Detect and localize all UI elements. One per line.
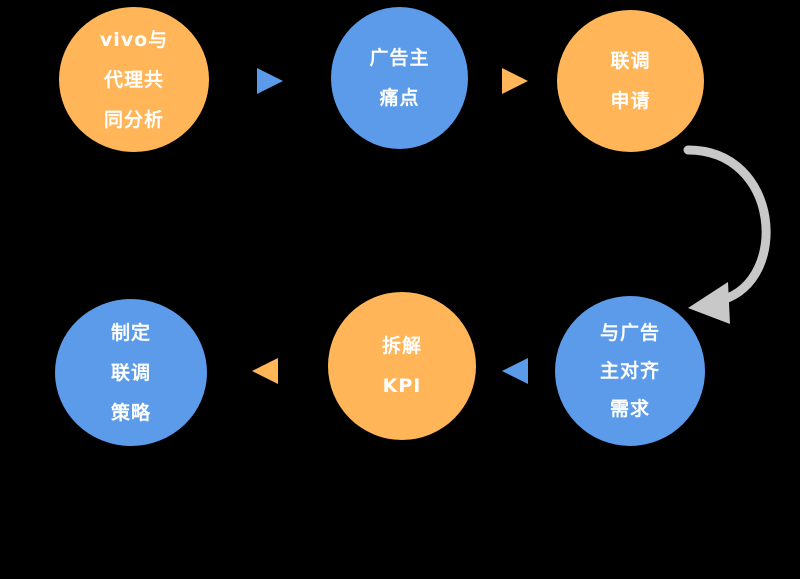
- step-advertiser-pain-points: 广告主 痛点: [331, 7, 468, 149]
- step-break-down-kpi: 拆解 KPI: [328, 292, 476, 440]
- step-align-advertiser-needs-line-3: 需求: [609, 398, 650, 420]
- step-align-advertiser-needs-line-2: 主对齐: [599, 360, 660, 382]
- arrow-left-icon: [252, 358, 278, 384]
- step-break-down-kpi-line-2: KPI: [382, 375, 422, 397]
- step-formulate-debug-strategy-line-2: 联调: [110, 361, 151, 384]
- step-break-down-kpi-line-1: 拆解: [381, 335, 422, 357]
- step-vivo-agency-analysis: vivo与 代理共 同分析: [59, 7, 209, 152]
- arrow-right-icon: [257, 68, 283, 94]
- step-joint-debug-request: 联调 申请: [557, 10, 704, 152]
- curved-arrow-icon: [683, 145, 771, 324]
- step-align-advertiser-needs-line-1: 与广告: [599, 322, 660, 344]
- step-vivo-agency-analysis-line-1: vivo与: [99, 28, 169, 51]
- step-vivo-agency-analysis-line-3: 同分析: [103, 108, 164, 131]
- step-formulate-debug-strategy-line-1: 制定: [110, 321, 151, 344]
- arrow-left-icon: [502, 358, 528, 384]
- step-advertiser-pain-points-line-1: 广告主: [369, 47, 430, 69]
- step-joint-debug-request-line-2: 申请: [610, 90, 651, 112]
- arrow-right-icon: [502, 68, 528, 94]
- step-vivo-agency-analysis-line-2: 代理共: [103, 68, 164, 91]
- step-align-advertiser-needs: 与广告 主对齐 需求: [555, 296, 705, 446]
- step-formulate-debug-strategy-line-3: 策略: [110, 401, 151, 424]
- step-formulate-debug-strategy: 制定 联调 策略: [55, 299, 207, 446]
- step-advertiser-pain-points-line-2: 痛点: [379, 87, 420, 109]
- step-joint-debug-request-line-1: 联调: [610, 50, 651, 72]
